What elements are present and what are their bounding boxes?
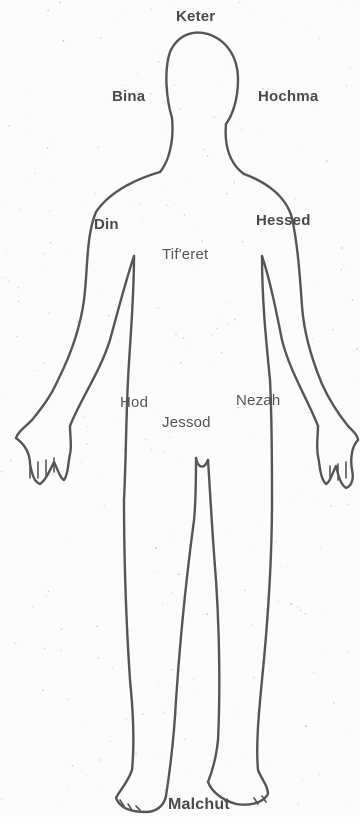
neck-right	[226, 124, 244, 174]
right-leg-outer	[208, 500, 272, 805]
neck-left	[160, 118, 173, 172]
label-din: Din	[94, 216, 119, 233]
right-leg-inner	[208, 460, 219, 782]
head-outline	[166, 33, 238, 124]
label-hessed: Hessed	[256, 212, 311, 229]
crotch	[196, 458, 208, 467]
label-hod: Hod	[120, 394, 148, 411]
label-jessod: Jessod	[162, 414, 211, 431]
label-tiferet: Tif'eret	[162, 246, 208, 263]
left-toes	[120, 800, 140, 810]
label-malchut: Malchut	[168, 796, 230, 814]
label-keter: Keter	[176, 8, 215, 25]
label-nezah: Nezah	[236, 392, 280, 409]
label-bina: Bina	[112, 88, 145, 105]
left-hand	[16, 426, 71, 484]
torso-right-side	[262, 256, 272, 500]
label-hochma: Hochma	[258, 88, 318, 105]
left-leg-inner	[166, 458, 196, 796]
left-leg-outer	[116, 500, 166, 812]
torso-left-side	[124, 256, 134, 500]
